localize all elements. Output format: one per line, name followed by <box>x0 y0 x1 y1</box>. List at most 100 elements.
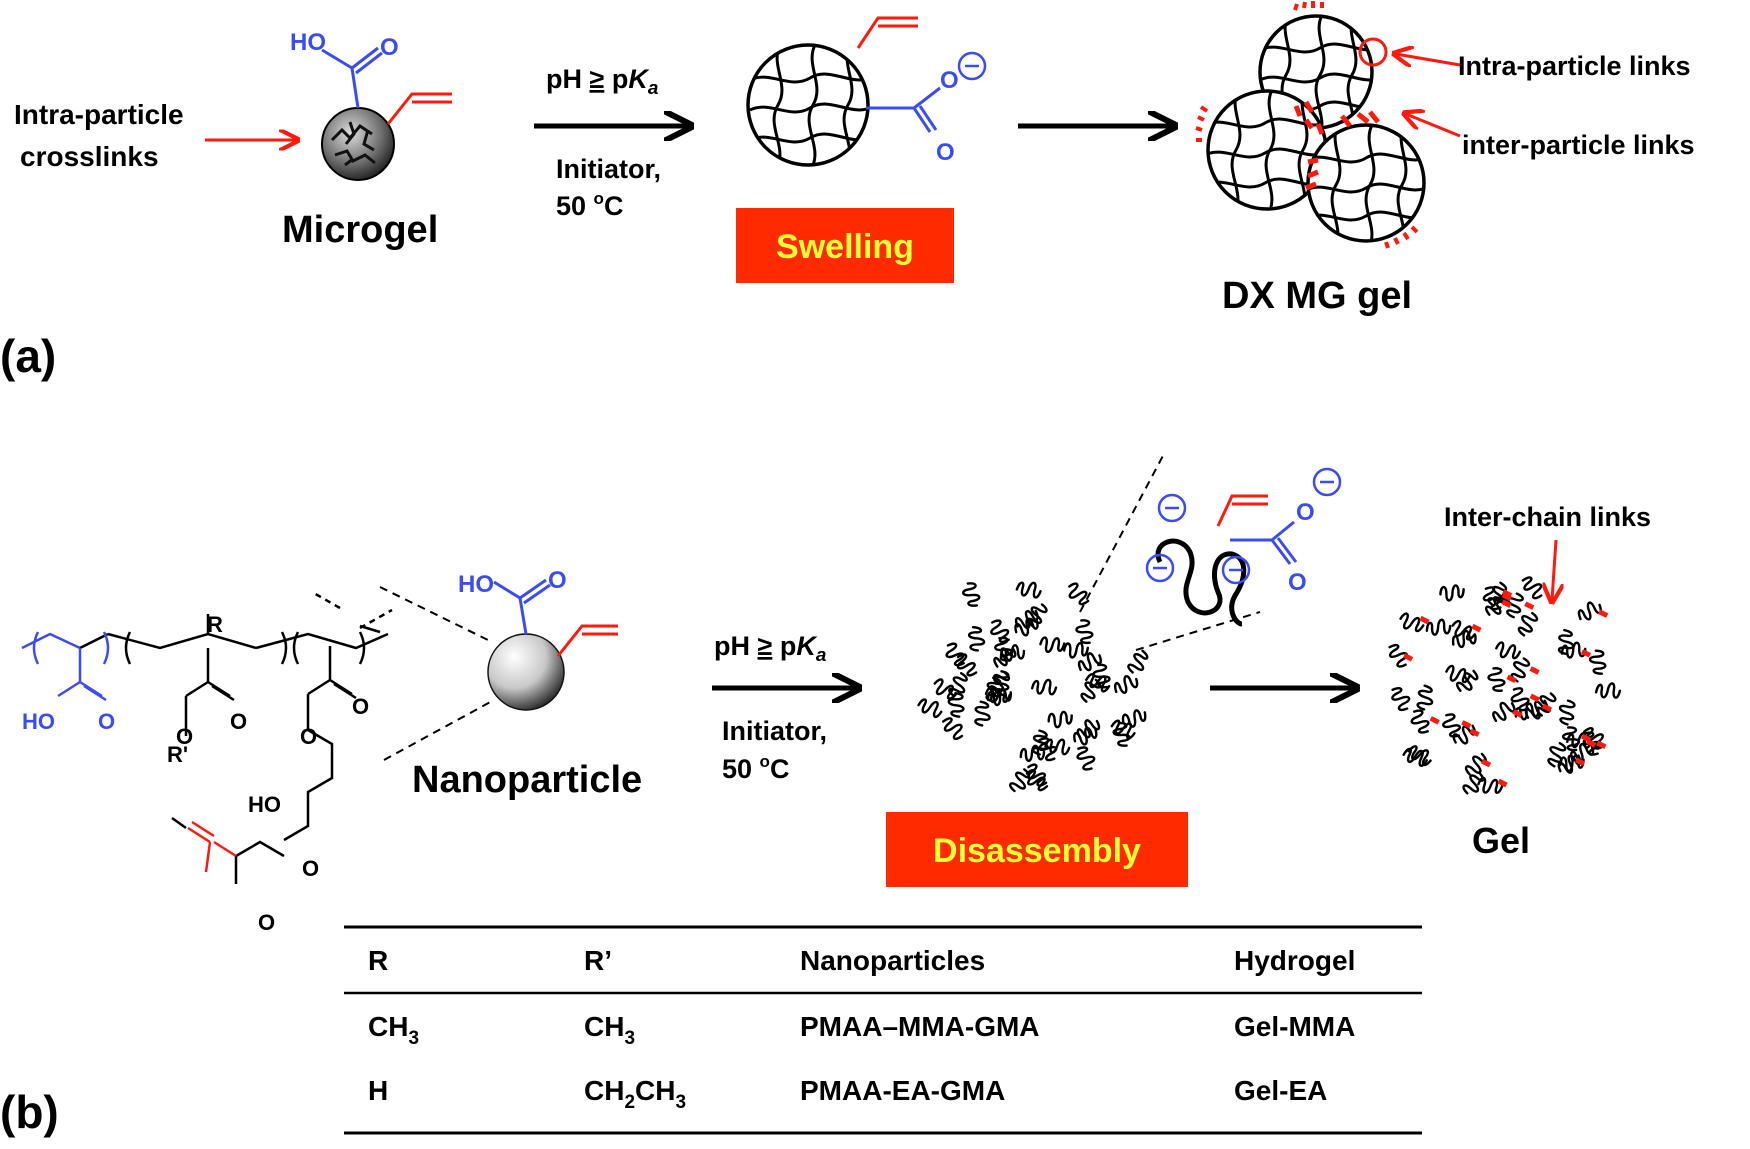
initiator-label-b: Initiator, <box>722 716 827 746</box>
gel-network <box>1385 572 1623 799</box>
polymer-chain <box>1396 609 1427 637</box>
polymer-chain <box>1507 684 1533 715</box>
table-row1-rprime: CH3 <box>584 1011 635 1049</box>
polymer-chain <box>946 691 966 719</box>
table-row1-hydrogel: Gel-MMA <box>1234 1011 1355 1042</box>
crosslink-mark <box>1501 589 1513 598</box>
zoom-line-4 <box>1135 611 1261 651</box>
crosslink-mark <box>1469 728 1480 737</box>
polymer-chain <box>1486 666 1507 694</box>
crosslink-mark <box>1501 592 1512 602</box>
polymer-chain <box>1047 710 1073 729</box>
polymer-structure <box>21 590 393 884</box>
polymer-chain <box>1073 743 1099 773</box>
zoom-line-2 <box>383 699 495 761</box>
polymer-chain <box>1574 598 1605 624</box>
panel-a-label: (a) <box>0 330 56 382</box>
polymer-chain <box>1560 640 1587 660</box>
polymer-chain <box>1475 773 1505 799</box>
crosslink-mark <box>1541 703 1553 713</box>
crosslink-mark <box>1596 740 1607 750</box>
polymer-chain <box>1492 638 1523 664</box>
carboxylate-o-label: O <box>936 139 955 166</box>
polymer-chain <box>1518 572 1548 603</box>
polymer-chain <box>1063 579 1093 610</box>
table-row1-r: CH3 <box>368 1011 419 1049</box>
polymer-o-label-4: O <box>300 724 317 749</box>
polymer-chain <box>971 699 994 728</box>
polymer-o-label-1: O <box>98 709 115 734</box>
crosslink-mark <box>1598 609 1609 618</box>
swollen-microgel <box>746 43 870 167</box>
crosslink-mark <box>1497 778 1508 788</box>
crosslink-mark <box>1402 653 1414 662</box>
microgel-cooh-bond <box>350 67 360 109</box>
polymer-ho2-label: HO <box>248 792 281 817</box>
minus-circle-icon <box>1157 493 1187 523</box>
microgel-vinyl-group <box>386 92 452 125</box>
inter-particle-links-label: inter-particle links <box>1462 130 1695 160</box>
polymer-chain <box>939 713 968 744</box>
microgel-o-label: O <box>380 34 399 61</box>
table-row1-nanoparticle: PMAA–MMA-GMA <box>800 1011 1040 1042</box>
polymer-chain <box>1413 683 1438 713</box>
minus-circle-icon <box>1145 553 1175 583</box>
table-row2-nanoparticle: PMAA-EA-GMA <box>800 1075 1005 1106</box>
zoom-chain-o-label-2: O <box>1296 499 1315 526</box>
temperature-label-a: 50 oC <box>556 189 623 221</box>
polymer-ho-label: HO <box>22 709 55 734</box>
polymer-chain <box>1594 679 1623 702</box>
zoomed-chain-vinyl <box>1216 494 1268 527</box>
polymer-rprime-label: R' <box>167 742 188 767</box>
polymer-chain <box>967 625 986 652</box>
temperature-label-b: 50 oC <box>722 752 789 784</box>
polymer-chain <box>1407 707 1433 737</box>
minus-circle-icon <box>1312 467 1342 497</box>
nanoparticle-vinyl <box>556 624 618 657</box>
table-header-r: R <box>368 945 388 976</box>
swollen-vinyl-group <box>856 16 918 49</box>
zoom-line-1 <box>379 586 489 641</box>
initiator-label-a: Initiator, <box>556 154 661 184</box>
nanoparticle-label: Nanoparticle <box>412 759 642 801</box>
dangling-vinyl-ticks <box>1195 1 1419 249</box>
crosslink-mark <box>1574 757 1586 767</box>
polymer-chain <box>1022 760 1051 791</box>
table-row2-rprime: CH2CH3 <box>584 1075 686 1113</box>
crosslink-mark <box>1461 720 1472 729</box>
disassembly-badge <box>886 812 1188 887</box>
crosslink-mark <box>1471 623 1482 633</box>
crosslink-mark <box>1480 758 1492 768</box>
polymer-o-label-5: O <box>352 694 369 719</box>
polymer-chain <box>1542 739 1570 770</box>
polymer-chain <box>1074 618 1095 646</box>
inter-chain-pointer <box>1552 539 1556 600</box>
polymer-chain <box>1425 617 1452 637</box>
zoom-line-3 <box>1079 451 1166 613</box>
polymer-chain <box>1513 608 1542 639</box>
gel-label: Gel <box>1472 820 1530 861</box>
table-header-hydrogel: Hydrogel <box>1234 945 1355 976</box>
polymer-o-label-6: O <box>302 856 319 881</box>
microgel-ho-label: HO <box>290 29 326 56</box>
table-header-rprime: R’ <box>584 945 612 976</box>
polymer-chain <box>1030 675 1059 699</box>
minus-circle-icon <box>957 51 987 81</box>
disassembly-label: Disassembly <box>933 832 1141 870</box>
table-row2-hydrogel: Gel-EA <box>1234 1075 1327 1106</box>
zoom-chain-o-label-1: O <box>1288 569 1307 596</box>
dx-mg-gel-cluster <box>1195 1 1426 249</box>
swelling-label: Swelling <box>776 228 914 266</box>
polymer-chain <box>1074 648 1105 675</box>
ph-condition-b: pH ≥ pKa <box>714 631 826 666</box>
polymer-chain <box>952 650 981 681</box>
polymer-chain <box>1111 721 1132 748</box>
disassembled-chains <box>915 577 1153 796</box>
zoomed-chain <box>1155 538 1247 627</box>
inter-link-pointer <box>1406 114 1461 138</box>
dx-mg-gel-label: DX MG gel <box>1222 275 1412 317</box>
panel-b-label: (b) <box>0 1086 59 1138</box>
crosslink-mark <box>1524 601 1535 610</box>
panel-a: Intra-particle crosslinks HO O Microgel … <box>0 1 1695 382</box>
